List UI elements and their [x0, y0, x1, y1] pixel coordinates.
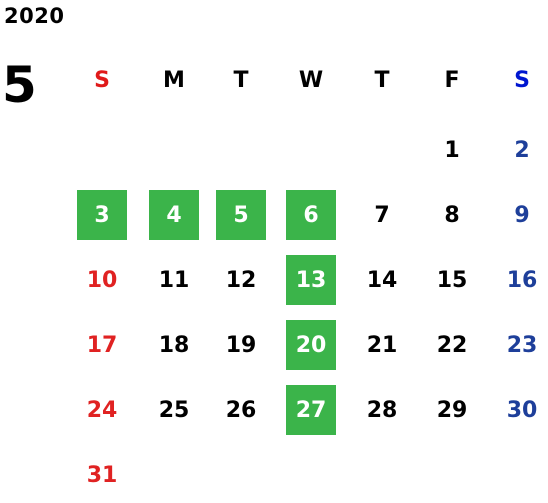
day-cell: 15 — [436, 267, 468, 293]
weekday-monday: M — [163, 68, 185, 93]
weekday-wednesday: W — [298, 68, 324, 93]
day-cell: 9 — [514, 202, 530, 228]
day-cell: 12 — [225, 267, 257, 293]
day-cell: 21 — [366, 332, 398, 358]
day-cell-highlighted: 20 — [286, 320, 336, 370]
day-cell: 26 — [225, 397, 257, 423]
day-cell: 19 — [225, 332, 257, 358]
day-cell: 10 — [86, 267, 118, 293]
day-cell: 11 — [158, 267, 190, 293]
day-cell-highlighted: 13 — [286, 255, 336, 305]
day-cell: 29 — [436, 397, 468, 423]
day-cell: 28 — [366, 397, 398, 423]
day-cell: 23 — [506, 332, 538, 358]
year-label: 2020 — [4, 4, 65, 28]
day-cell: 24 — [86, 397, 118, 423]
day-cell: 18 — [158, 332, 190, 358]
day-cell: 2 — [514, 137, 530, 163]
day-cell-highlighted: 5 — [216, 190, 266, 240]
weekday-sunday: S — [94, 68, 110, 93]
day-cell: 8 — [444, 202, 460, 228]
day-cell-highlighted: 6 — [286, 190, 336, 240]
day-cell-highlighted: 4 — [149, 190, 199, 240]
day-cell: 31 — [86, 462, 118, 488]
day-cell: 30 — [506, 397, 538, 423]
weekday-friday: F — [444, 68, 460, 93]
day-cell: 7 — [374, 202, 390, 228]
month-label: 5 — [2, 56, 37, 114]
day-cell: 16 — [506, 267, 538, 293]
weekday-tuesday: T — [233, 68, 249, 93]
day-cell: 22 — [436, 332, 468, 358]
day-cell: 1 — [444, 137, 460, 163]
day-cell: 14 — [366, 267, 398, 293]
weekday-saturday: S — [514, 68, 530, 93]
day-cell-highlighted: 27 — [286, 385, 336, 435]
weekday-thursday: T — [374, 68, 390, 93]
day-cell: 17 — [86, 332, 118, 358]
day-cell-highlighted: 3 — [77, 190, 127, 240]
day-cell: 25 — [158, 397, 190, 423]
